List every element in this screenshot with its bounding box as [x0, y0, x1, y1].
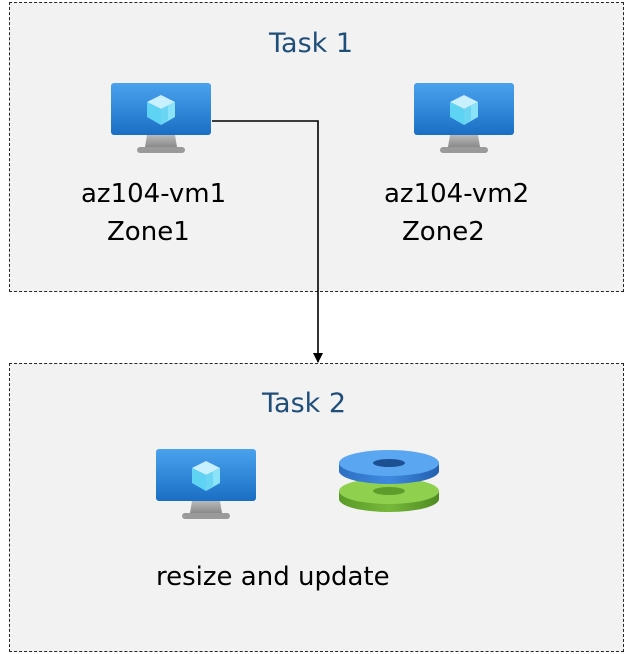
vm2-virtual-machine-icon	[414, 83, 514, 157]
vm2-zone: Zone2	[402, 217, 485, 247]
task-1-panel	[9, 2, 624, 292]
resize-update-caption: resize and update	[156, 562, 390, 592]
task2-virtual-machine-icon	[156, 449, 256, 523]
managed-disk-icon	[339, 450, 439, 512]
task-2-title: Task 2	[262, 388, 347, 419]
task-2-panel	[9, 363, 624, 652]
task-1-title: Task 1	[269, 28, 354, 59]
vm2-name: az104-vm2	[384, 179, 530, 209]
vm1-zone: Zone1	[107, 217, 190, 247]
vm1-virtual-machine-icon	[111, 83, 211, 157]
vm1-name: az104-vm1	[81, 179, 227, 209]
